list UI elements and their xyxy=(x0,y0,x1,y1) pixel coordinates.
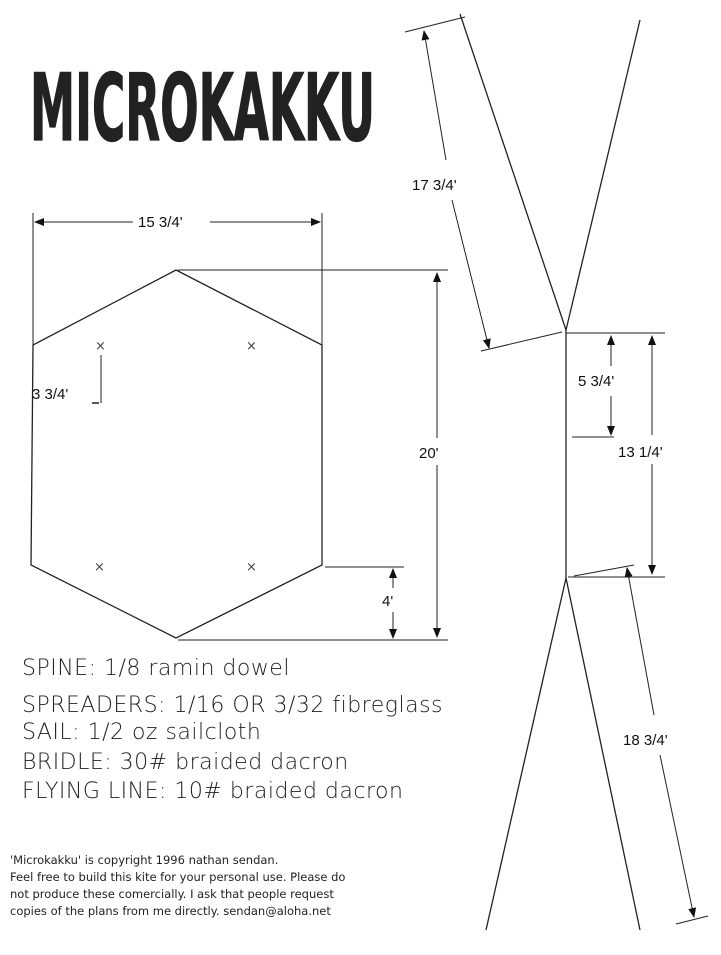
upper-spreaders xyxy=(459,13,641,331)
mark-offset-label: 3 3/4' xyxy=(32,386,68,403)
sail-outline xyxy=(30,269,323,639)
mark-bottom-right: × xyxy=(246,560,257,575)
lower-spreader-label: 18 3/4' xyxy=(623,732,668,749)
mark-bottom-left: × xyxy=(94,560,105,575)
width-label: 15 3/4' xyxy=(138,214,183,231)
spec-spreaders: SPREADERS: 1/16 OR 3/32 fibreglass xyxy=(22,693,443,718)
copyright-line-3: not produce these comercially. I ask tha… xyxy=(10,887,334,901)
mark-top-left: × xyxy=(95,339,106,354)
width-dimension: 15 3/4' xyxy=(32,213,323,345)
spine-total-label: 13 1/4' xyxy=(618,444,663,461)
bottom-offset-label: 4' xyxy=(382,593,393,610)
spec-bridle: BRIDLE: 30# braided dacron xyxy=(22,750,349,775)
spine-dimensions: 5 3/4' 13 1/4' xyxy=(566,332,665,578)
mark-top-right: × xyxy=(246,339,257,354)
spreader-marks: × × × × xyxy=(94,339,257,575)
height-dimension: 20' xyxy=(178,269,448,641)
height-label: 20' xyxy=(419,445,439,462)
upper-spreader-dimension: 17 3/4' xyxy=(404,16,563,352)
mark-offset-dimension: 3 3/4' xyxy=(32,355,102,404)
lower-spreader-dimension: 18 3/4' xyxy=(573,564,709,925)
copyright-line-2: Feel free to build this kite for your pe… xyxy=(10,870,346,884)
upper-spreader-label: 17 3/4' xyxy=(412,177,457,194)
spine-upper-label: 5 3/4' xyxy=(578,373,614,390)
bottom-offset-dimension: 4' xyxy=(325,566,404,639)
spec-sail: SAIL: 1/2 oz sailcloth xyxy=(22,720,262,745)
copyright-line-4: copies of the plans from me directly. se… xyxy=(10,904,331,918)
spec-flying-line: FLYING LINE: 10# braided dacron xyxy=(22,779,404,804)
lower-spreaders xyxy=(485,577,641,931)
spec-spine: SPINE: 1/8 ramin dowel xyxy=(22,656,290,681)
title-logo: MICROKAKKU xyxy=(30,54,375,162)
copyright-line-1: 'Microkakku' is copyright 1996 nathan se… xyxy=(10,853,279,867)
